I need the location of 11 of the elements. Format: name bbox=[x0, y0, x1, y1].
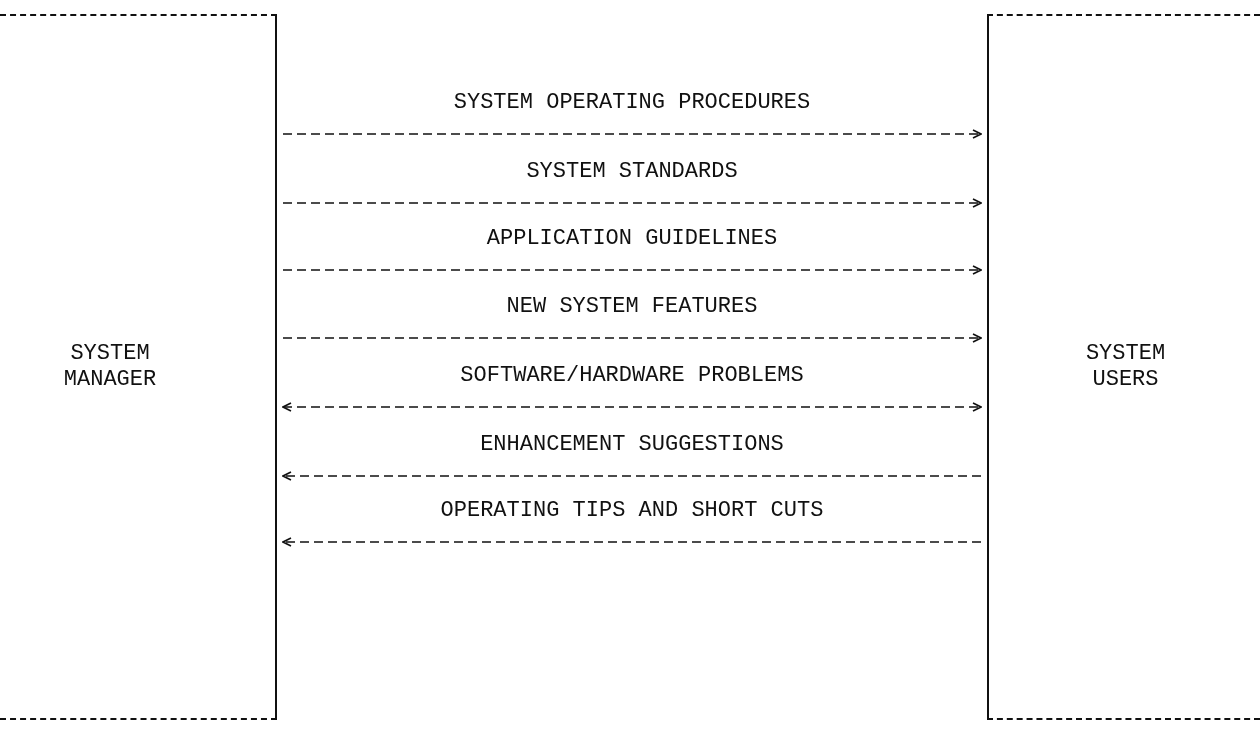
dashed-arrow bbox=[282, 265, 982, 275]
dashed-arrow bbox=[282, 129, 982, 139]
open-box bbox=[0, 14, 277, 720]
dashed-arrow bbox=[282, 471, 982, 481]
dashed-arrow bbox=[282, 198, 982, 208]
dashed-arrow bbox=[282, 333, 982, 343]
node-label: SYSTEM USERS bbox=[1084, 341, 1167, 393]
dashed-arrow bbox=[282, 402, 982, 412]
node-label: SYSTEM MANAGER bbox=[62, 341, 158, 393]
open-box bbox=[987, 14, 1260, 720]
dashed-arrow bbox=[282, 537, 982, 547]
